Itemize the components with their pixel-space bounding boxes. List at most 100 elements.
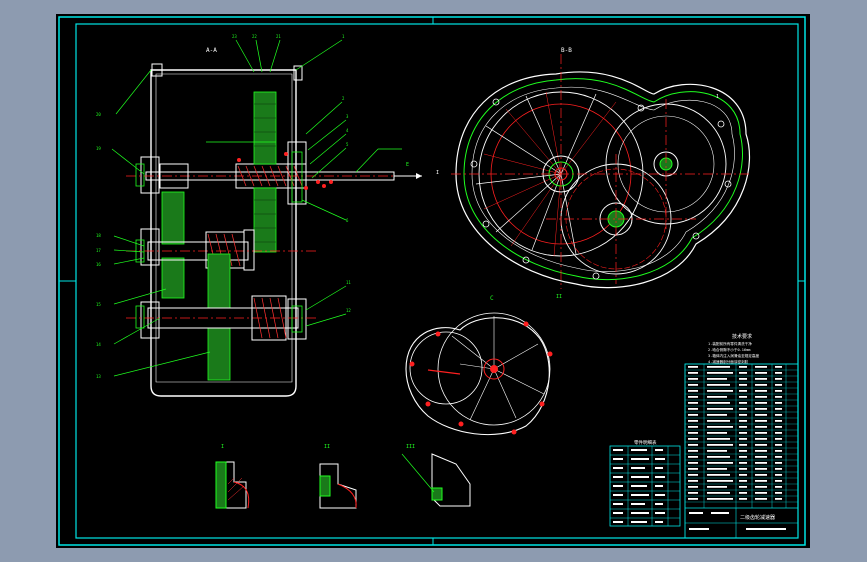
parts-table-title: 零件明细表	[634, 439, 657, 446]
bom-cell-text	[688, 492, 698, 494]
gear-1-upper	[253, 91, 277, 165]
cover-hub	[483, 358, 505, 380]
detail-II: II	[319, 444, 357, 509]
bom-cell-text	[775, 480, 782, 482]
svg-text:11: 11	[346, 280, 351, 285]
bom-cell-text	[739, 426, 747, 428]
bom-cell-text	[775, 426, 782, 428]
side-housing-outline	[455, 71, 751, 289]
svg-text:1: 1	[716, 94, 719, 100]
assembly-drawing: A-A	[58, 16, 806, 546]
bom-cell-text	[775, 366, 782, 368]
svg-text:21: 21	[276, 34, 281, 39]
bom-cell-text	[755, 390, 767, 392]
bom-cell-text	[755, 492, 767, 494]
bom-cell-text	[707, 480, 733, 482]
bom-cell-text	[707, 492, 730, 494]
bom-cell-text	[739, 498, 747, 500]
bom-cell-text	[755, 402, 767, 404]
svg-text:14: 14	[96, 342, 101, 347]
bom-cell-text	[688, 420, 698, 422]
bom-cell-text	[707, 372, 733, 374]
svg-text:II: II	[556, 294, 562, 300]
svg-text:18: 18	[96, 233, 101, 238]
bom-cell-text	[707, 438, 730, 440]
bom-cell-text	[739, 366, 747, 368]
svg-text:22: 22	[252, 34, 257, 39]
bom-cell-text	[688, 432, 698, 434]
top-bolt	[151, 63, 163, 77]
bom-cell-text	[755, 366, 767, 368]
svg-text:4.减速器剖分面涂密封胶: 4.减速器剖分面涂密封胶	[708, 359, 749, 364]
tech-requirements: 技术要求 1.装配前所有零件清洗干净 2.啮合侧隙不小于0.16mm 3.箱体内…	[708, 333, 759, 364]
svg-text:19: 19	[96, 146, 101, 151]
bom-cell-text	[775, 456, 782, 458]
svg-text:13: 13	[96, 374, 101, 379]
bom-cell-text	[775, 414, 782, 416]
bom-cell-text	[707, 366, 730, 368]
bom-cell-text	[688, 402, 698, 404]
bom-cell-text	[739, 474, 747, 476]
gear-3-upper	[207, 253, 231, 309]
bom-cell-text	[739, 378, 747, 380]
bom-cell-text	[688, 498, 698, 500]
bom-cell-text	[688, 426, 698, 428]
tech-req-title: 技术要求	[732, 333, 752, 340]
bom-cell-text	[739, 462, 747, 464]
detail-views: I II III	[215, 444, 471, 509]
bom-cell-text	[755, 498, 767, 500]
bom-cell-text	[688, 456, 698, 458]
bom-cell-text	[707, 450, 727, 452]
bom-cell-text	[707, 408, 733, 410]
bom-cell-text	[707, 474, 730, 476]
bom-cell-text	[739, 432, 747, 434]
gear-1-lower	[253, 187, 277, 253]
bom-cell-text	[775, 396, 782, 398]
bom-cell-text	[755, 486, 767, 488]
svg-text:23: 23	[232, 34, 237, 39]
svg-text:III: III	[406, 444, 415, 450]
svg-text:5: 5	[346, 142, 349, 147]
bom-cell-text	[755, 480, 767, 482]
bom-cell-text	[707, 468, 727, 470]
bom-cell-text	[739, 486, 747, 488]
svg-text:3.箱体内注入润滑油至规定高度: 3.箱体内注入润滑油至规定高度	[708, 353, 759, 358]
bom-cell-text	[739, 450, 747, 452]
detail-III: III	[401, 444, 471, 507]
bom-cell-text	[775, 402, 782, 404]
bom-cell-text	[688, 462, 698, 464]
bom-cell-text	[755, 456, 767, 458]
bom-cell-text	[755, 372, 767, 374]
parts-table: 零件明细表	[609, 439, 681, 527]
bom-cell-text	[775, 390, 782, 392]
svg-text:2: 2	[342, 96, 345, 101]
cover-outline	[405, 317, 550, 436]
bom-cell-text	[707, 390, 733, 392]
pinion-1	[159, 163, 189, 189]
bom-cell-text	[688, 414, 698, 416]
bom-cell-text	[775, 450, 782, 452]
cover-view: C	[405, 295, 553, 436]
side-view: B-B	[436, 47, 751, 300]
svg-text:12: 12	[346, 308, 351, 313]
svg-text:15: 15	[96, 302, 101, 307]
bom-cell-text	[739, 444, 747, 446]
svg-text:16: 16	[96, 262, 101, 267]
svg-text:1: 1	[342, 34, 345, 39]
gear-3-lower	[207, 327, 231, 381]
bom-cell-text	[755, 420, 767, 422]
bom-cell-text	[775, 432, 782, 434]
bom-cell-text	[755, 384, 767, 386]
bom-cell-text	[707, 414, 727, 416]
bom-cell-text	[688, 396, 698, 398]
bearing-left-2	[140, 228, 160, 266]
svg-text:20: 20	[96, 112, 101, 117]
bom-cell-text	[707, 396, 727, 398]
bom-cell-text	[688, 486, 698, 488]
bom-cell-text	[707, 444, 733, 446]
bom-cell-text	[775, 492, 782, 494]
cad-viewport[interactable]: A-A	[56, 14, 810, 548]
bom-cell-text	[707, 420, 730, 422]
bom-cell-text	[739, 384, 747, 386]
bom-cell-text	[739, 402, 747, 404]
